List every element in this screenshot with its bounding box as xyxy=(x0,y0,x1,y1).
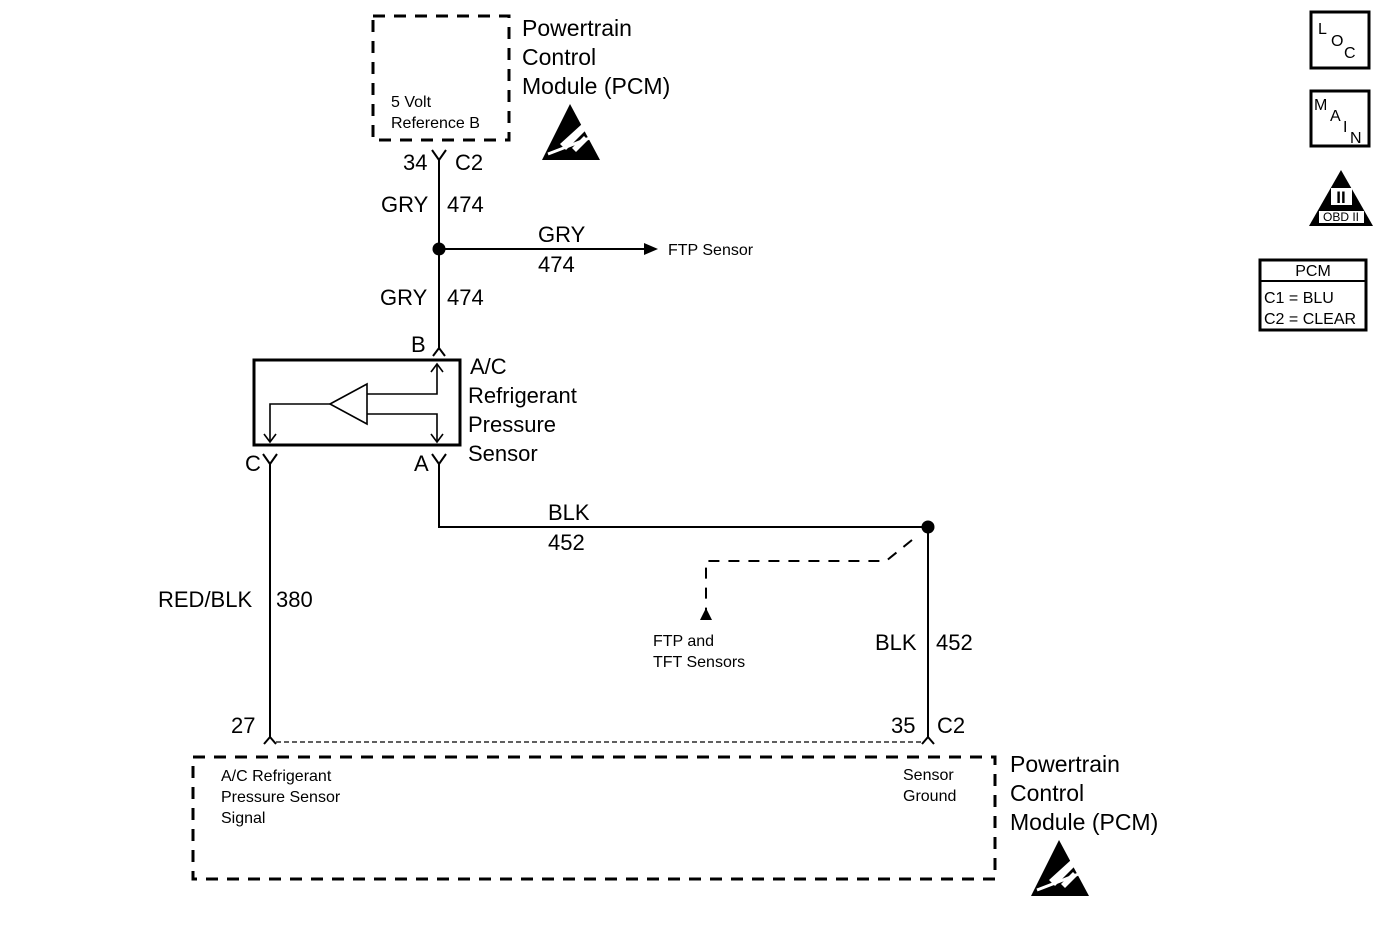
loc-letter-l: L xyxy=(1318,21,1327,38)
pcm-bottom-ground-pin-number: 35 xyxy=(891,713,915,738)
connector-symbol-pcm-top xyxy=(431,149,447,162)
pcm-table-header: PCM xyxy=(1295,263,1331,280)
obd-label: OBD II xyxy=(1323,210,1359,224)
sensor-title-line-1: A/C xyxy=(470,354,507,379)
loc-button[interactable]: L O C xyxy=(1309,10,1371,70)
wire-blk-452-horizontal-color: BLK xyxy=(548,500,590,525)
connector-symbol-pin-35 xyxy=(921,735,935,745)
pcm-top-pin-number: 34 xyxy=(403,150,427,175)
main-box xyxy=(1309,89,1371,148)
connector-symbol-pin-b xyxy=(432,346,446,357)
pcm-bottom-signal-pin-number: 27 xyxy=(231,713,255,738)
esd-warning-icon xyxy=(542,104,601,160)
obd-label-box xyxy=(1319,211,1364,223)
obd-numeral-box xyxy=(1331,188,1352,205)
connector-symbol-pin-a xyxy=(431,453,447,466)
pcm-table-box xyxy=(1258,258,1368,332)
sensor-internal-arrow-down-c-icon xyxy=(263,433,277,444)
pcm-bottom-signal-label-line-1: A/C Refrigerant xyxy=(221,768,332,785)
pcm-bottom-dashed-box xyxy=(191,755,997,881)
wire-ground-branch-dashed xyxy=(705,539,913,612)
connector-symbol-pin-c xyxy=(262,453,278,466)
branch-wire-circuit: 474 xyxy=(538,252,575,277)
ac-refrigerant-pressure-sensor: A/C Refrigerant Pressure Sensor xyxy=(252,354,577,466)
pcm-top-title-line-1: Powertrain xyxy=(522,15,632,41)
arrow-up-icon xyxy=(700,608,712,620)
pcm-top-pin-label-line-2: Reference B xyxy=(391,115,480,132)
pcm-bottom-signal-label-line-2: Pressure Sensor xyxy=(221,789,341,806)
sensor-internal-arrow-up-icon xyxy=(430,362,444,373)
esd-warning-icon xyxy=(1031,840,1090,896)
ground-branch-label-line-1: FTP and xyxy=(653,633,714,650)
sensor-box xyxy=(252,358,462,447)
main-letter-n: N xyxy=(1350,130,1362,147)
pcm-bottom-ground-label-line-1: Sensor xyxy=(903,767,954,784)
sensor-pin-a-label: A xyxy=(414,451,429,476)
obd-ii-badge[interactable]: II OBD II xyxy=(1309,170,1373,226)
branch-wire-color: GRY xyxy=(538,222,586,247)
main-letter-a: A xyxy=(1330,108,1341,125)
ground-branch-label-line-2: TFT Sensors xyxy=(653,654,745,671)
pcm-bottom-module: 27 35 C2 A/C Refrigerant Pressure Sensor… xyxy=(191,713,1158,896)
sensor-internal-line-b xyxy=(367,364,438,395)
pcm-bottom-title-line-2: Control xyxy=(1010,780,1084,806)
wire-blk-452-horizontal-circuit: 452 xyxy=(548,530,585,555)
pcm-table-row-c1: C1 = BLU xyxy=(1264,290,1334,307)
connector-symbol-pin-27 xyxy=(263,735,277,745)
wire-red-blk-380-color: RED/BLK xyxy=(158,587,252,612)
main-letter-m: M xyxy=(1314,97,1327,114)
sensor-internal-line-c xyxy=(269,403,330,442)
wire-gry-474-lower-circuit: 474 xyxy=(447,285,484,310)
sensor-title-line-2: Refrigerant xyxy=(468,383,577,408)
wire-red-blk-380-circuit: 380 xyxy=(276,587,313,612)
pcm-table-row-c2: C2 = CLEAR xyxy=(1264,311,1356,328)
pcm-top-dashed-box xyxy=(371,14,511,142)
sensor-title-line-4: Sensor xyxy=(468,441,538,466)
sensor-pin-b-label: B xyxy=(411,332,426,357)
pcm-bottom-title-line-1: Powertrain xyxy=(1010,751,1120,777)
pcm-bottom-ground-label-line-2: Ground xyxy=(903,788,956,805)
pcm-bottom-ground-connector: C2 xyxy=(937,713,965,738)
arrow-right-icon xyxy=(644,243,658,255)
wire-blk-452-vertical-color: BLK xyxy=(875,630,917,655)
sensor-internal-line-a xyxy=(367,413,438,442)
wire-blk-452-horizontal xyxy=(438,464,928,528)
sensor-pin-c-label: C xyxy=(245,451,261,476)
obd-numeral: II xyxy=(1336,188,1345,207)
pcm-top-connector: C2 xyxy=(455,150,483,175)
wire-gry-474-lower-color: GRY xyxy=(380,285,428,310)
main-letter-i: I xyxy=(1343,119,1347,136)
main-button[interactable]: M A I N xyxy=(1309,89,1371,148)
wire-blk-452-vertical-circuit: 452 xyxy=(936,630,973,655)
branch-destination: FTP Sensor xyxy=(668,242,754,259)
wire-gry-474-upper-circuit: 474 xyxy=(447,192,484,217)
pcm-top-title-line-2: Control xyxy=(522,44,596,70)
amplifier-triangle-icon xyxy=(328,382,368,426)
pcm-top-pin-label-line-1: 5 Volt xyxy=(391,94,432,111)
sensor-title-line-3: Pressure xyxy=(468,412,556,437)
pcm-top-module: Powertrain Control Module (PCM) 5 Volt R… xyxy=(371,14,670,175)
pcm-bottom-signal-label-line-3: Signal xyxy=(221,810,265,827)
legend: L O C M A I N II OBD II PCM C1 = BLU C2 … xyxy=(1258,10,1373,332)
pcm-bottom-title-line-3: Module (PCM) xyxy=(1010,809,1158,835)
wire-gry-474-upper-color: GRY xyxy=(381,192,429,217)
loc-box xyxy=(1309,10,1371,70)
pcm-top-title-line-3: Module (PCM) xyxy=(522,73,670,99)
loc-letter-o: O xyxy=(1331,33,1343,50)
loc-letter-c: C xyxy=(1344,45,1356,62)
sensor-internal-arrow-down-a-icon xyxy=(430,433,444,444)
pcm-connector-table: PCM C1 = BLU C2 = CLEAR xyxy=(1258,258,1368,332)
